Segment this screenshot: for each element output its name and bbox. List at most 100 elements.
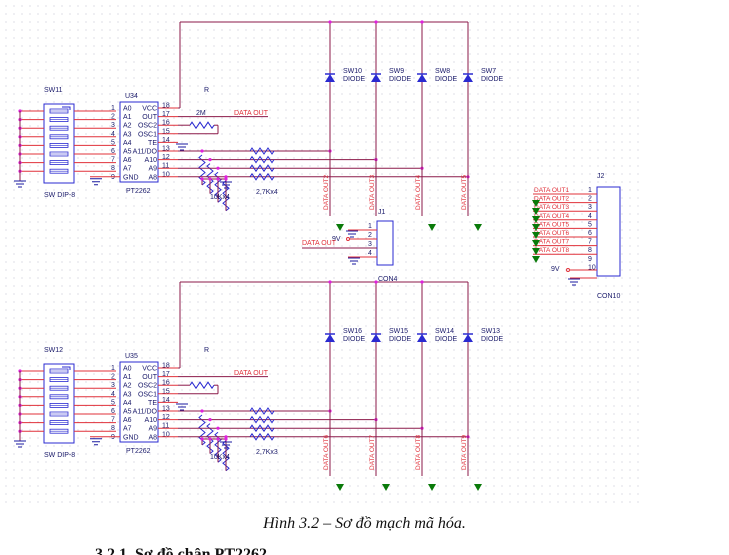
junction-dot <box>216 166 220 170</box>
diode-value-label: DIODE <box>481 336 504 343</box>
figure-caption: Hình 3.2 – Sơ đồ mạch mã hóa. <box>263 515 466 532</box>
ic-ref-label: U35 <box>125 353 138 360</box>
power-arrow-icon <box>336 484 344 491</box>
ic-pin-name: A1 <box>123 114 132 121</box>
j1-pin-number: 3 <box>368 241 372 248</box>
ic-pin-name: A4 <box>123 400 132 407</box>
diode-ref-label: SW15 <box>389 328 408 335</box>
j2-supply-icon <box>566 268 570 272</box>
switch-ref-label: SW11 <box>44 87 63 94</box>
osc-resistor-value: 2M <box>196 110 206 117</box>
junction-dot <box>420 20 424 24</box>
j1-pin-number: 1 <box>368 223 372 230</box>
junction-dot <box>374 20 378 24</box>
ic-pin-number: 11 <box>162 163 169 170</box>
ic-pin-number: 6 <box>111 408 115 415</box>
ic-pin-number: 8 <box>111 425 115 432</box>
dip-switch-body <box>43 363 75 444</box>
dip-switch-key-icon <box>62 106 71 110</box>
j2-net-label: DATA OUT5 <box>534 221 570 228</box>
j2-body <box>596 186 621 277</box>
j2-net-label: DATA OUT1 <box>534 187 570 194</box>
next-section-heading: 3.2.1. Sơ đồ chân PT2262 <box>95 546 267 555</box>
ic-pin-number: 2 <box>111 374 115 381</box>
ic-pin-name: GND <box>123 434 139 441</box>
series-resistor-icon <box>249 432 275 441</box>
junction-dot <box>200 149 204 153</box>
junction-dot <box>200 409 204 413</box>
power-arrow-icon <box>532 224 540 231</box>
junction-dot <box>216 426 220 430</box>
junction-dot <box>374 280 378 284</box>
diode-icon <box>371 74 381 82</box>
ic-pin-name: TE <box>148 140 157 147</box>
j2-ref-label: J2 <box>597 173 605 180</box>
ic-pin-name: VCC <box>142 366 157 373</box>
dip-ground-icon <box>14 180 26 188</box>
ic-pin-name: A7 <box>123 426 132 433</box>
ic-pin-name: VCC <box>142 106 157 113</box>
junction-dot <box>200 177 204 181</box>
junction-dot <box>224 437 228 441</box>
te-ground-icon <box>176 143 188 151</box>
ic-pin-name: A3 <box>123 391 132 398</box>
diode-icon <box>417 74 427 82</box>
diode-ref-label: SW10 <box>343 68 362 75</box>
te-ground-icon <box>176 403 188 411</box>
ic-ref-label: U34 <box>125 93 138 100</box>
series-resistor-icon <box>249 172 275 181</box>
diode-ref-label: SW16 <box>343 328 362 335</box>
j2-net-label: DATA OUT6 <box>534 230 570 237</box>
diode-value-label: DIODE <box>389 336 412 343</box>
junction-dot <box>208 418 212 422</box>
junction-dot <box>208 158 212 162</box>
ic-pin-name: A11/DO <box>133 149 158 156</box>
j1-part-label: CON4 <box>378 276 398 283</box>
ic-pin-name: A5 <box>123 149 132 156</box>
ic-pin-number: 1 <box>111 105 115 112</box>
j2-supply-label: 9V <box>551 266 560 273</box>
ic-pin-number: 11 <box>162 423 169 430</box>
ic-pin-number: 14 <box>162 397 170 404</box>
j2-pin-number: 7 <box>588 239 592 246</box>
j2-pin-number: 4 <box>588 213 592 220</box>
ic-pin-name: OSC2 <box>138 383 157 390</box>
ic-pin-name: A10 <box>145 417 158 424</box>
power-arrow-icon <box>474 484 482 491</box>
ic-part-label: PT2262 <box>126 448 151 455</box>
pulldown-resistor-label: 10Kx4 <box>210 454 230 461</box>
diode-icon <box>325 334 335 342</box>
data-net-label: DATA OUT3 <box>369 174 376 210</box>
diode-value-label: DIODE <box>481 76 504 83</box>
dip-ground-icon <box>14 440 26 448</box>
j1-pin-number: 4 <box>368 250 372 257</box>
power-arrow-icon <box>532 232 540 239</box>
ic-pin-name: A0 <box>123 366 132 373</box>
ic-pin-number: 3 <box>111 382 115 389</box>
schematic-grid-background <box>0 0 640 505</box>
pulldown-ground-icon <box>220 441 232 449</box>
pulldown-resistor-label: 10Kx4 <box>210 194 230 201</box>
ic-pin-name: OSC1 <box>138 131 157 138</box>
osc-resistor-icon <box>189 381 215 390</box>
ic-pin-name: TE <box>148 400 157 407</box>
power-arrow-icon <box>532 216 540 223</box>
power-arrow-icon <box>532 248 540 255</box>
ic-pin-number: 2 <box>111 114 115 121</box>
power-arrow-icon <box>474 224 482 231</box>
power-arrow-icon <box>532 240 540 247</box>
ic-pin-number: 14 <box>162 137 170 144</box>
ic-body <box>119 101 159 183</box>
diode-value-label: DIODE <box>435 336 458 343</box>
junction-dot <box>328 20 332 24</box>
ic-pin-number: 17 <box>162 371 170 378</box>
j2-pin-number: 8 <box>588 247 592 254</box>
j2-net-label: DATA OUT3 <box>534 204 570 211</box>
power-arrow-icon <box>532 208 540 215</box>
series-resistor-label: 2,7Kx4 <box>256 189 278 196</box>
osc-resistor-ref: R <box>204 347 209 354</box>
data-out-net-label: DATA OUT <box>234 110 269 117</box>
j1-supply-icon <box>346 237 350 241</box>
ic-pin-name: A5 <box>123 409 132 416</box>
